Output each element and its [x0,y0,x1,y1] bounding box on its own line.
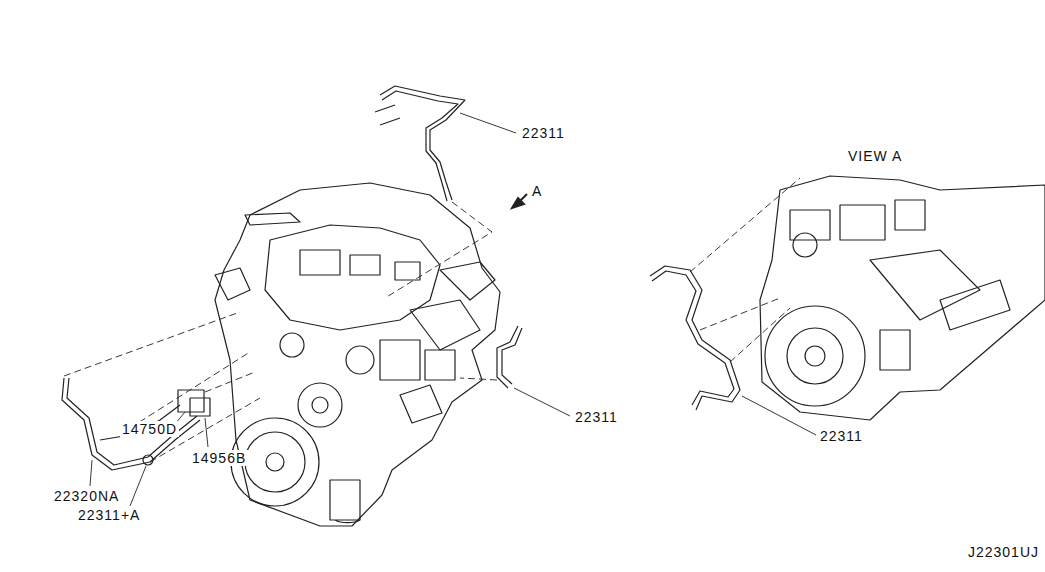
engine-outline [215,183,500,526]
engine-detail [790,200,980,320]
callout-number: 22311 [818,428,865,444]
hose [650,266,740,410]
valve [190,398,210,416]
pulley [298,383,342,427]
engine-detail [880,280,1010,370]
dashed-guide [730,308,790,362]
engine-detail [245,213,300,225]
hose [652,271,734,405]
leader-line [90,460,92,486]
hose [375,105,400,125]
diagram-code: J22301UJ [966,544,1041,560]
leader-line [460,113,516,133]
pulley [312,397,328,413]
pulley [787,328,843,384]
engine-detail [380,340,455,423]
leader-line [130,466,146,506]
dashed-guide [64,312,240,376]
view-arrow [512,194,527,208]
dashed-guide [385,202,492,298]
valve [178,390,204,412]
pipe [62,378,200,470]
engine-detail [215,268,250,300]
pulley [793,233,817,257]
callout-number: 22320NA [52,488,121,504]
hose [380,86,465,200]
leader-line [205,418,208,447]
engine-detail [330,480,360,523]
pulley [266,453,284,471]
callout-number: 14956B [190,450,248,466]
pulley [346,346,374,374]
callout-number: 14750D [120,421,179,437]
dashed-guide [690,178,800,272]
engine-detail [300,250,420,280]
hose [382,91,458,201]
hose [497,326,518,388]
pulley [805,346,825,366]
dashed-guide [460,378,497,380]
callout-number: 22311+A [76,507,142,523]
dashed-guide [700,298,780,330]
pulley [245,432,305,492]
clip [143,455,153,465]
view-arrow-label: A [530,183,544,199]
leader-line [742,396,816,435]
pulley [280,333,304,357]
engine-outline [760,176,1045,420]
view-label: VIEW A [846,148,904,164]
pulley [765,306,865,406]
pipe [100,405,180,440]
leader-line [514,388,570,416]
engine-detail [410,262,495,350]
dashed-guide [205,372,255,392]
hose [502,328,522,384]
dashed-guide [130,352,250,428]
callout-number: 22311 [520,125,567,141]
callout-number: 22311 [573,409,620,425]
